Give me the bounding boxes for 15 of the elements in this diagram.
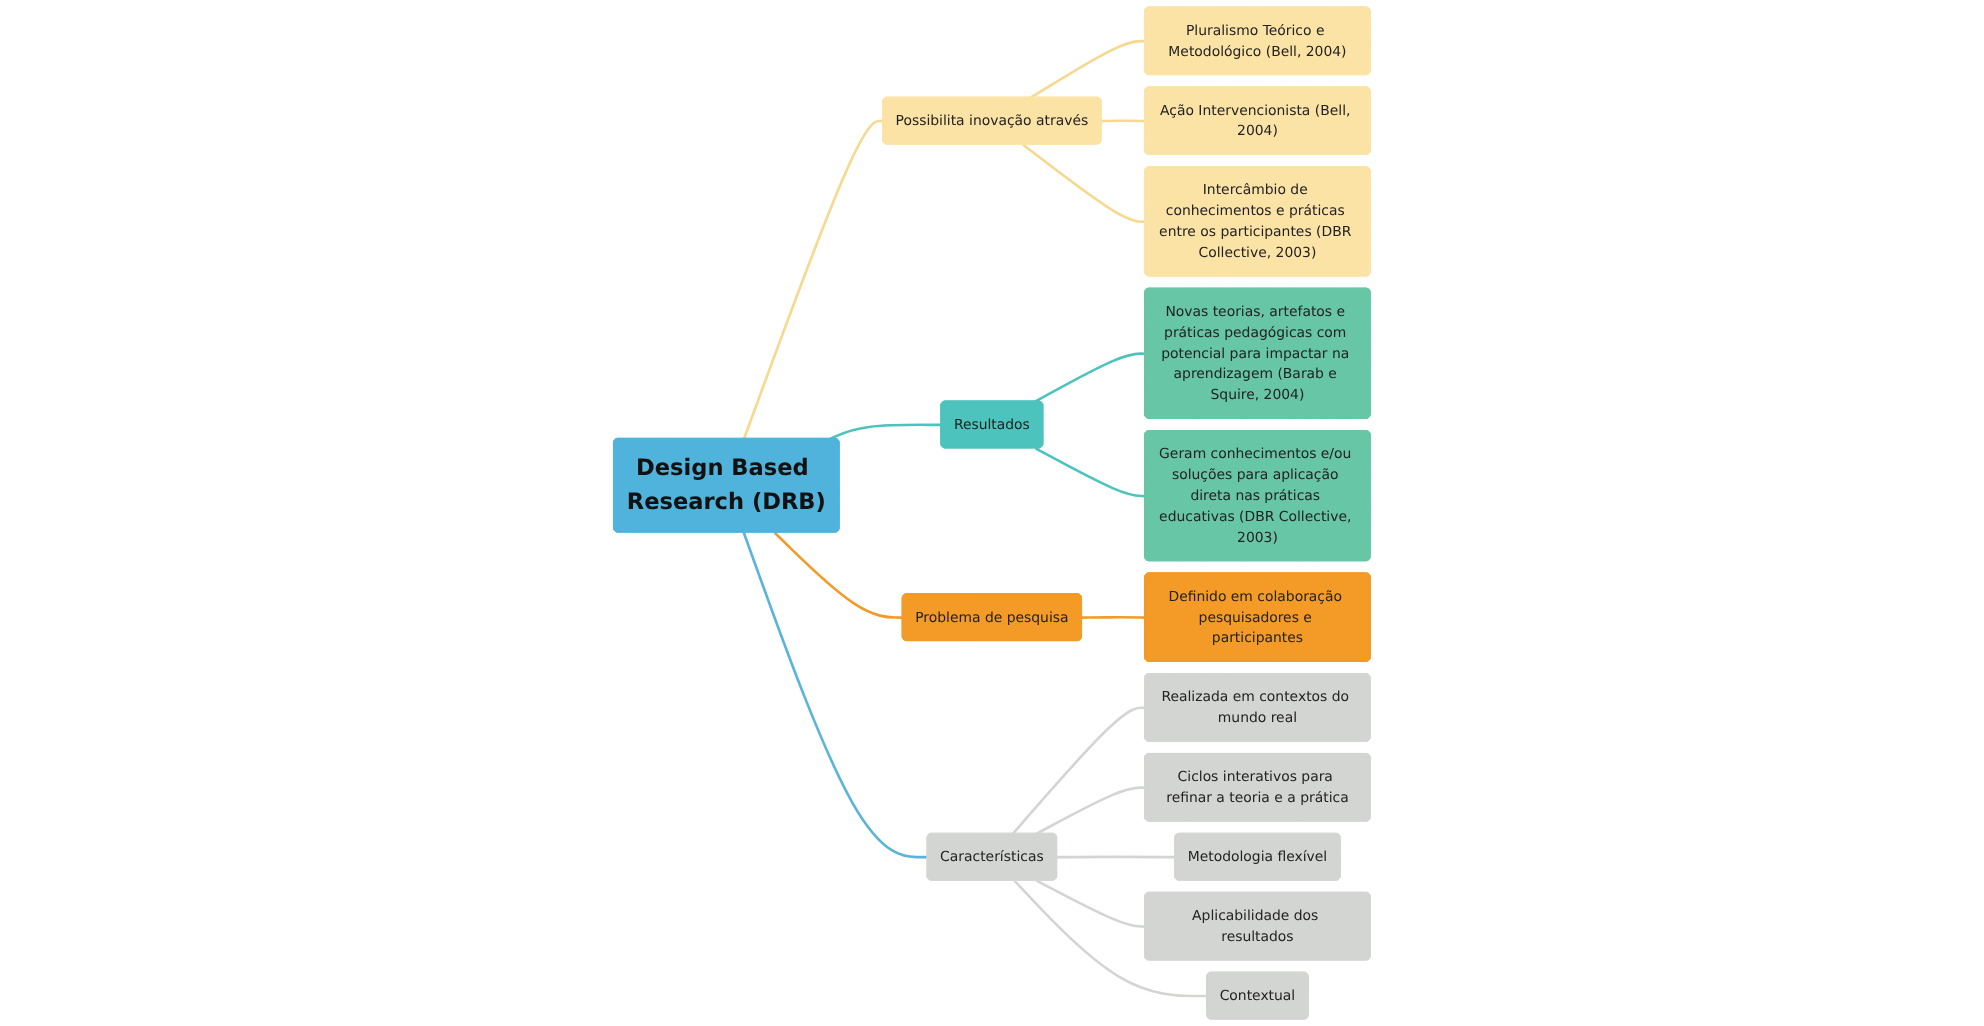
connector — [1034, 352, 1146, 403]
connector — [830, 423, 942, 440]
connector — [1036, 786, 1146, 835]
connector — [1034, 447, 1146, 498]
connector — [1057, 855, 1176, 859]
connector — [1013, 879, 1208, 998]
connector — [1036, 879, 1146, 928]
connector — [1101, 119, 1146, 123]
connector — [1030, 39, 1146, 99]
connector — [1022, 143, 1146, 224]
connector — [773, 531, 903, 619]
connector — [742, 532, 928, 859]
connector — [1012, 706, 1146, 835]
connector — [742, 119, 884, 440]
connector — [1082, 616, 1146, 619]
